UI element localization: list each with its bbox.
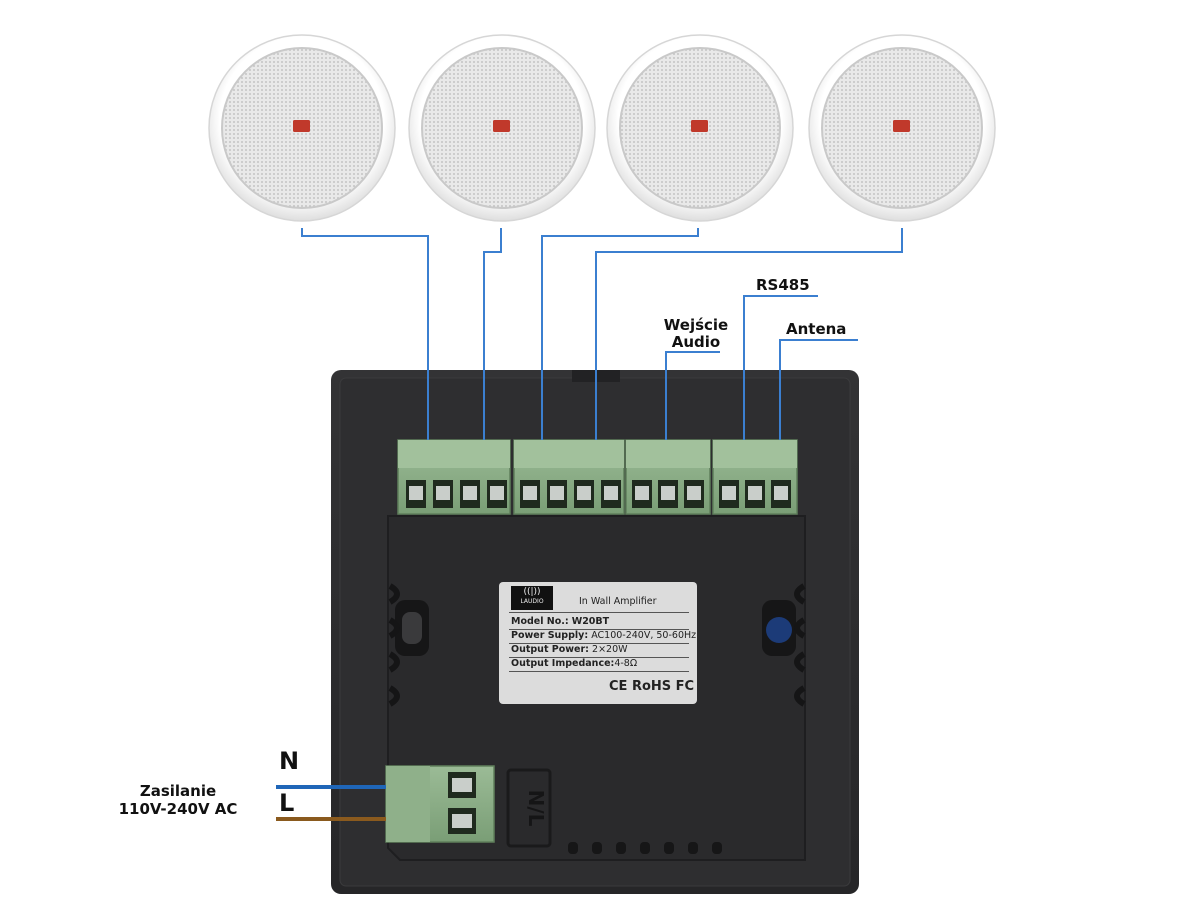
certification-marks: CE RoHS FC: [609, 679, 695, 694]
mains-terminal: [385, 765, 495, 843]
label-audio-in-line2: Audio: [671, 333, 721, 351]
spec-plate: ((|)) LAUDIO In Wall Amplifier Model No.…: [499, 582, 697, 704]
label-power-line1: Zasilanie: [139, 782, 217, 800]
wire-audio-in: [665, 351, 720, 440]
speaker-3: [606, 34, 794, 222]
wire-speaker-4-a: [595, 228, 903, 440]
speaker-wires: [301, 228, 903, 440]
jbl-logo-icon: [293, 120, 310, 132]
plate-title: In Wall Amplifier: [579, 596, 657, 607]
terminal-block-speaker-2: [513, 439, 625, 515]
jbl-logo-icon: [691, 120, 708, 132]
wire-antenna: [779, 339, 858, 440]
terminal-block-speaker-1: [397, 439, 511, 515]
brand-name: LAUDIO: [520, 598, 544, 605]
plate-output-row: Output Power: 2×20W: [511, 644, 628, 655]
jbl-logo-icon: [893, 120, 910, 132]
wire-speaker-3-a: [541, 228, 699, 440]
label-neutral: N: [279, 747, 300, 775]
plate-model-row: Model No.: W20BT: [511, 616, 610, 627]
wire-speaker-2-a: [483, 228, 502, 440]
plate-power-row: Power Supply: AC100-240V, 50-60Hz: [511, 630, 697, 641]
wire-rs485: [743, 295, 818, 440]
label-rs485: RS485: [756, 276, 810, 294]
terminal-block-rs485-antenna: [712, 439, 798, 515]
plate-impedance-row: Output Impedance:4-8Ω: [511, 658, 638, 669]
label-live: L: [279, 789, 295, 817]
terminal-block-audio-in: [625, 439, 711, 515]
mains-marking-text: N/L: [524, 790, 548, 827]
jbl-logo-icon: [493, 120, 510, 132]
brand-logo: ((|)) LAUDIO: [511, 586, 553, 610]
speaker-2: [408, 34, 596, 222]
label-power-line2: 110V-240V AC: [118, 800, 238, 818]
screw-icon: [766, 617, 792, 643]
label-antenna: Antena: [786, 320, 847, 338]
mains-marking: N/L: [506, 768, 552, 848]
speaker-1: [208, 34, 396, 222]
speaker-4: [808, 34, 996, 222]
sound-wave-icon: ((|)): [523, 587, 541, 597]
label-audio-in-line1: Wejście: [663, 316, 729, 334]
wire-speaker-1-a: [301, 228, 429, 440]
